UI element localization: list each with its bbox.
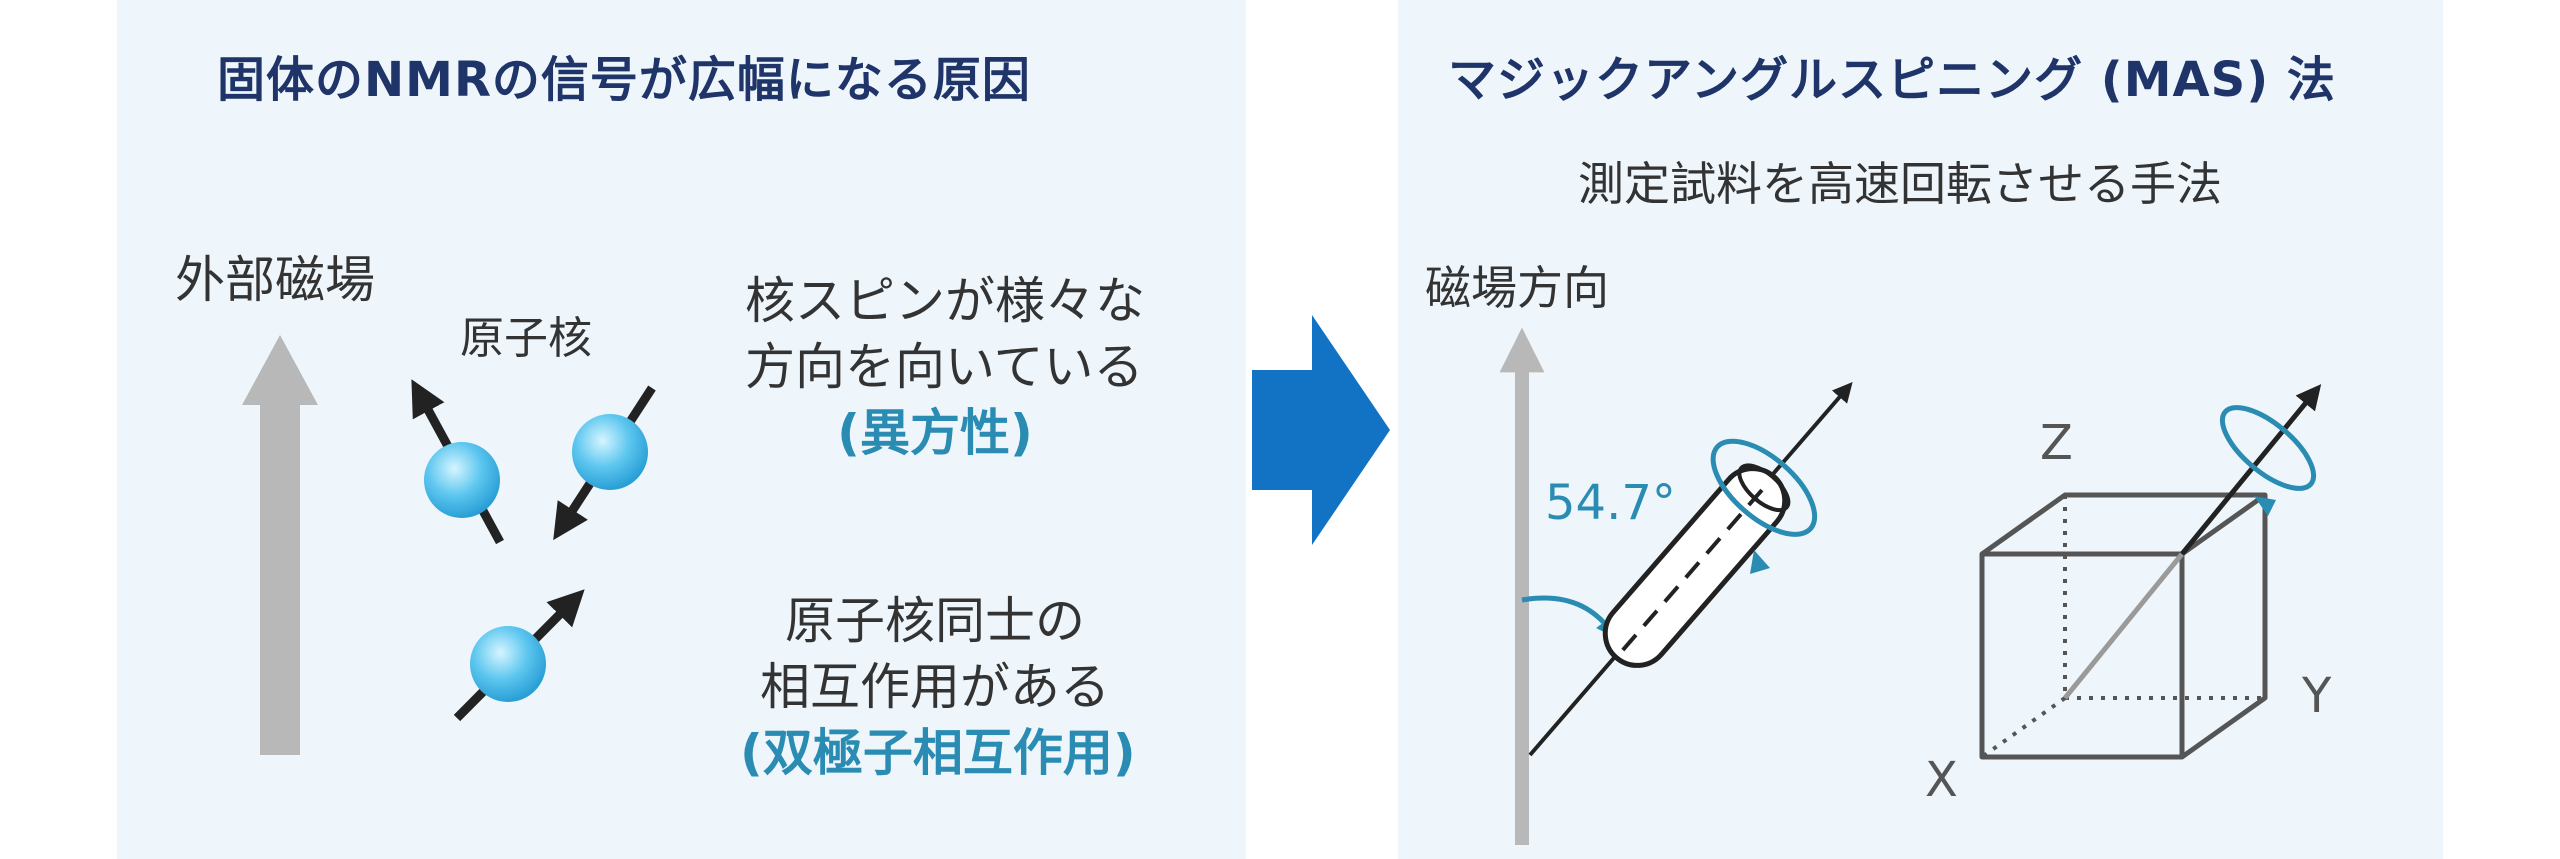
- sample-rotor: [1602, 438, 1818, 668]
- axis-z-label: Z: [2040, 415, 2073, 471]
- magic-angle-label: 54.7°: [1545, 475, 1676, 531]
- anisotropy-text: 核スピンが様々な 方向を向いている (異方性): [745, 268, 1145, 466]
- dipolar-line-2: 相互作用がある: [760, 658, 1110, 716]
- transition-arrow-icon: [1252, 315, 1390, 545]
- dipolar-text: 原子核同士の 相互作用がある (双極子相互作用): [740, 588, 1136, 786]
- cube-hidden-edges: [1980, 495, 2265, 759]
- cube-body-diagonal: [2063, 552, 2184, 700]
- nucleus-label: 原子核: [460, 313, 592, 364]
- dipolar-line-1: 原子核同士の: [785, 592, 1085, 650]
- rotation-ring: [1710, 438, 1818, 537]
- rotation-arrow-head: [1750, 550, 1770, 574]
- external-field-arrow: [242, 335, 318, 755]
- axis-y-label: Y: [2302, 668, 2332, 724]
- cube-coordinate-diagram: [1979, 384, 2322, 760]
- anisotropy-line-1: 核スピンが様々な: [745, 272, 1145, 330]
- nucleus-ball-1: [424, 442, 500, 518]
- cube-rotation-ring: [2219, 405, 2317, 491]
- nucleus-ball-2: [572, 414, 648, 490]
- nucleus-ball-3: [470, 626, 546, 702]
- left-panel-title: 固体のNMRの信号が広幅になる原因: [217, 52, 1031, 108]
- anisotropy-term: (異方性): [837, 404, 1033, 462]
- dipolar-term: (双極子相互作用): [740, 724, 1136, 782]
- angle-arc: [1521, 595, 1617, 638]
- cube-edges: [1979, 492, 2268, 760]
- external-field-label: 外部磁場: [175, 251, 375, 309]
- mas-rotor-diagram: [1499, 327, 1853, 845]
- mas-subtitle: 測定試料を高速回転させる手法: [1578, 157, 2222, 211]
- anisotropy-line-2: 方向を向いている: [745, 338, 1144, 396]
- cube-spin-axis: [2180, 384, 2322, 556]
- axis-x-label: X: [1925, 752, 1958, 808]
- field-direction-label: 磁場方向: [1425, 261, 1609, 315]
- right-panel: [1398, 0, 2443, 859]
- nuclei-diagram: [411, 379, 656, 722]
- right-panel-title: マジックアングルスピニング (MAS) 法: [1448, 52, 2336, 108]
- left-panel: [117, 0, 1246, 859]
